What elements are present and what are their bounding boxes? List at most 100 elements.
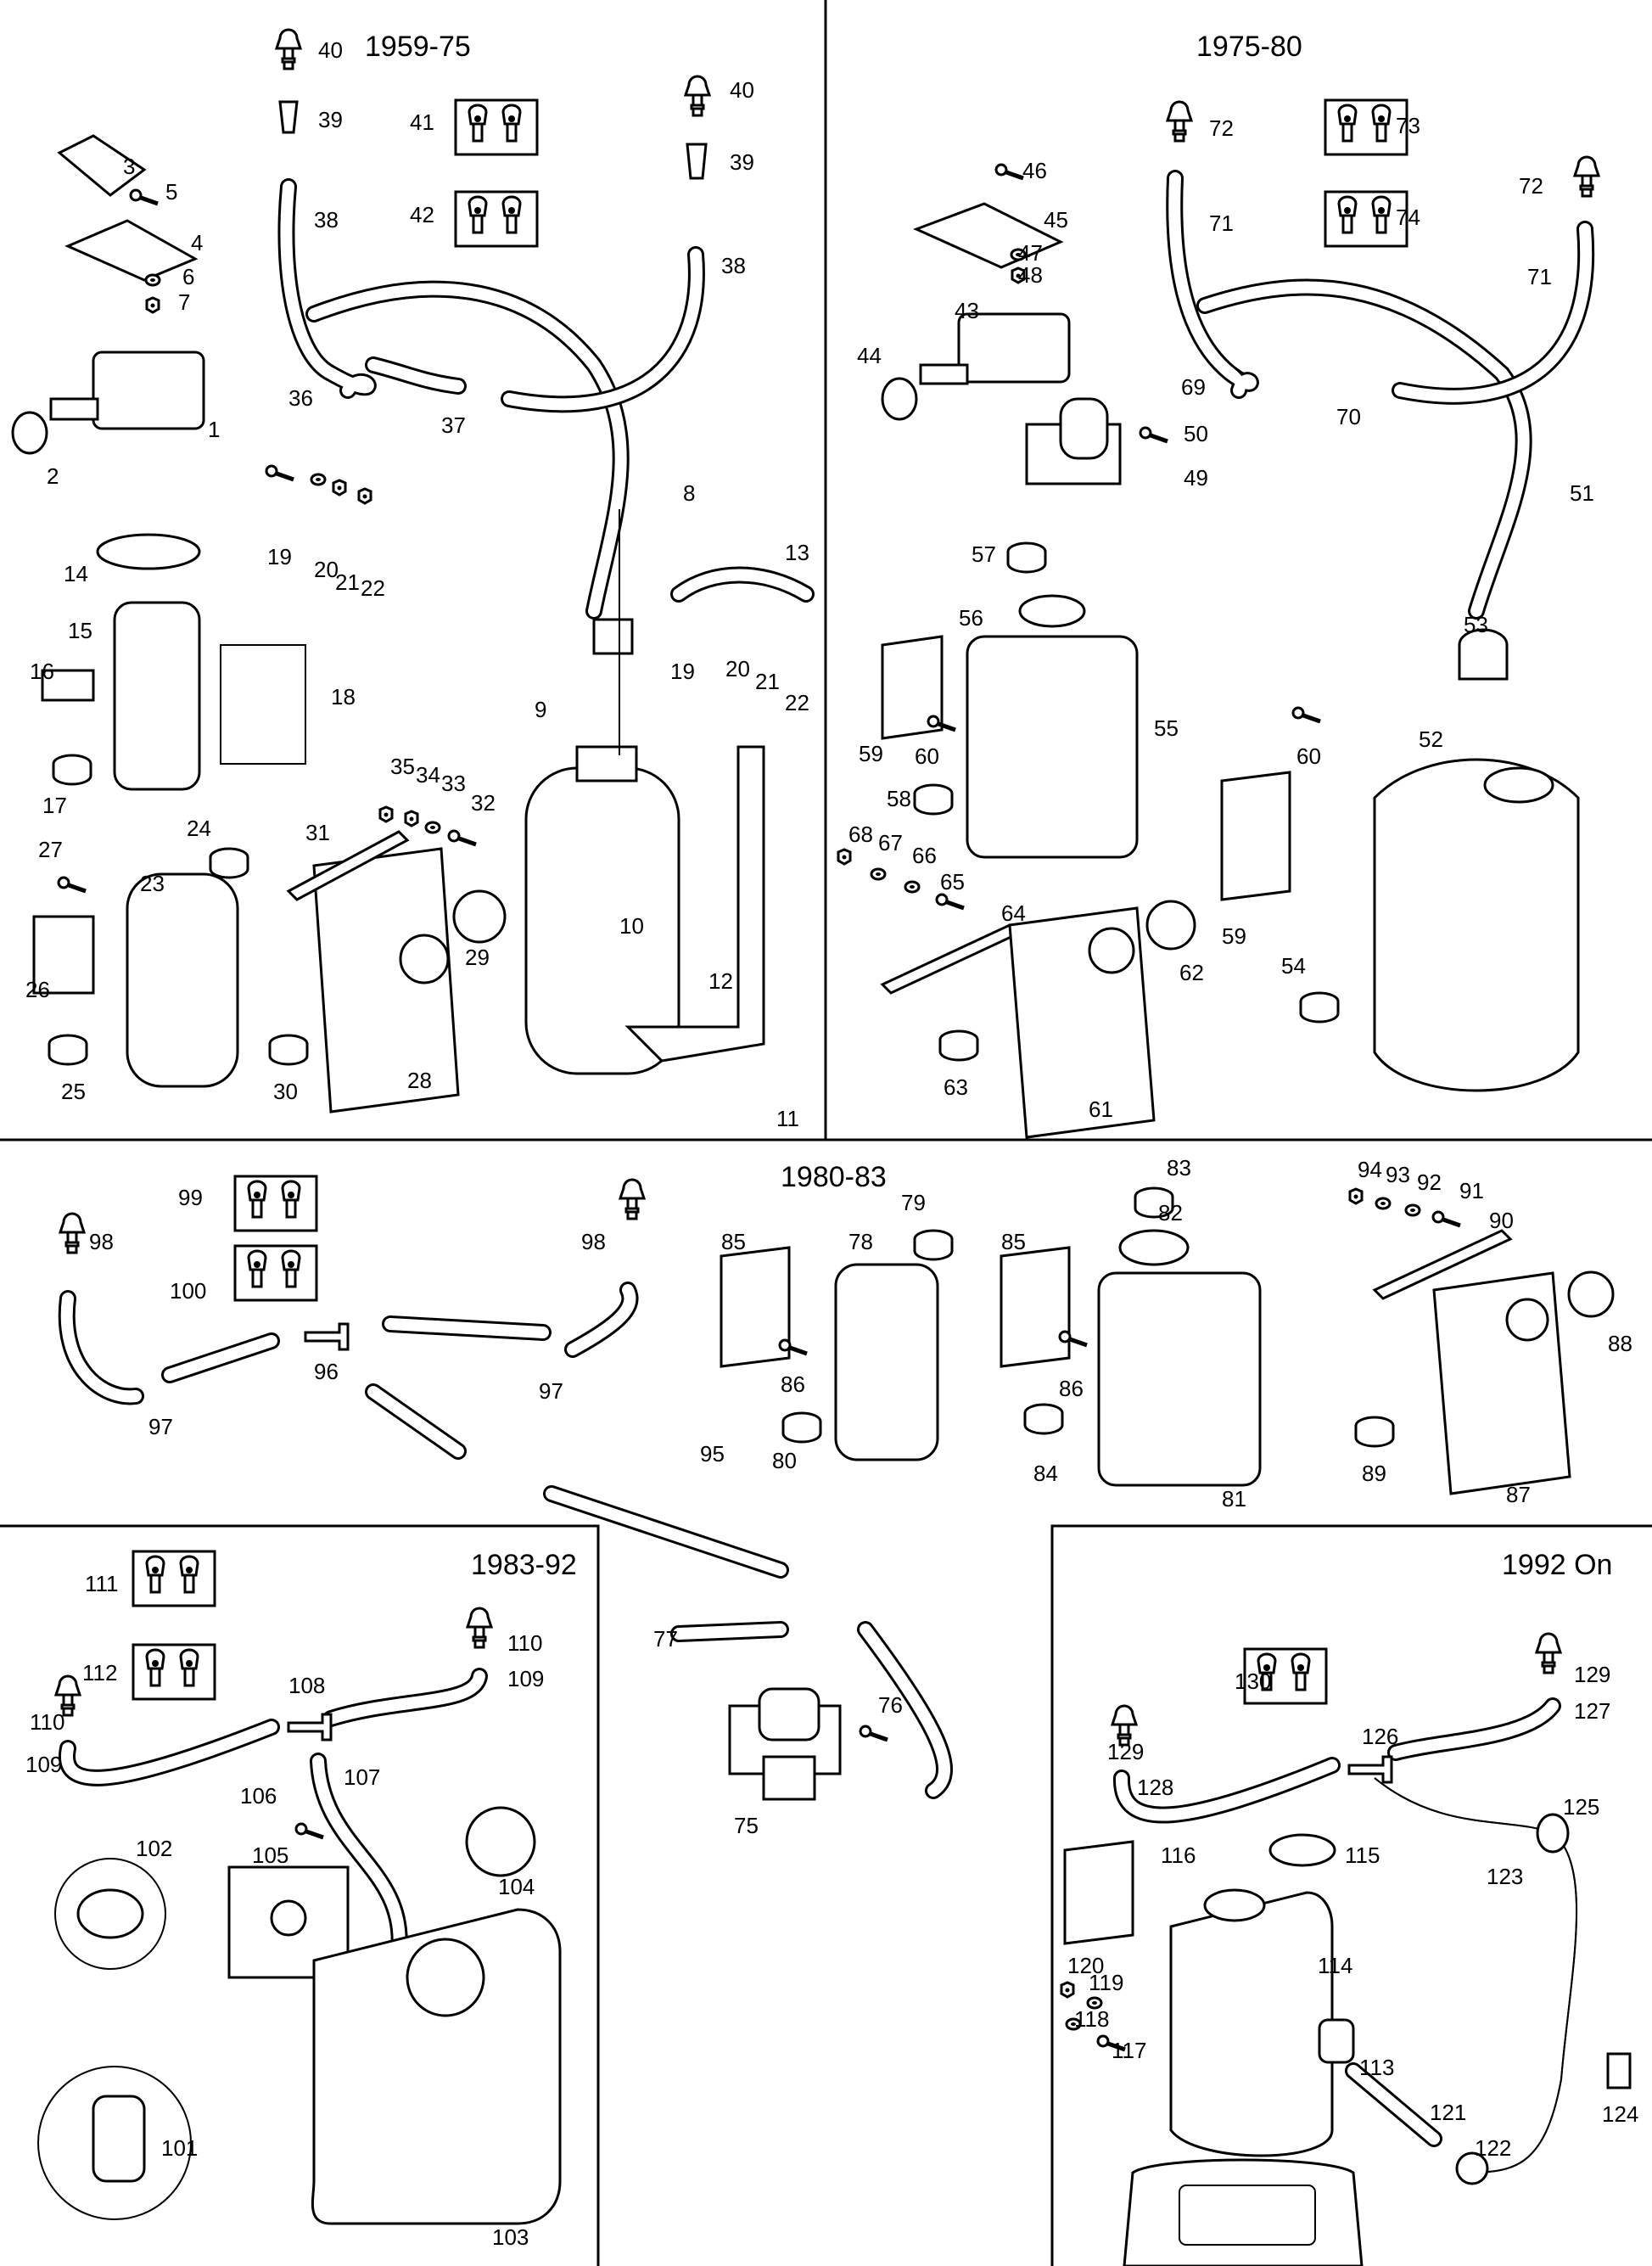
part-label-129: 129: [1107, 1739, 1144, 1764]
part-label-11: 11: [776, 1106, 799, 1131]
part-label-128: 128: [1137, 1775, 1173, 1800]
part-label-124: 124: [1602, 2101, 1638, 2127]
part-label-36: 36: [288, 385, 313, 411]
part-label-114: 114: [1318, 1953, 1352, 1978]
part-label-10: 10: [619, 913, 644, 939]
part-label-88: 88: [1608, 1331, 1632, 1356]
part-label-122: 122: [1475, 2135, 1511, 2161]
part-label-112: 112: [82, 1660, 117, 1685]
part-label-3: 3: [123, 154, 135, 179]
part-label-60: 60: [915, 743, 939, 769]
part-label-65: 65: [940, 869, 965, 895]
part-label-91: 91: [1459, 1178, 1484, 1203]
section-title-1975-80: 1975-80: [1196, 31, 1302, 63]
washer-bottle-large: [524, 509, 815, 1075]
section-1975-80: 1975-80: [837, 31, 1600, 1139]
part-label-61: 61: [1089, 1097, 1113, 1122]
part-label-59: 59: [859, 741, 883, 766]
part-label-13: 13: [785, 540, 809, 565]
part-label-23: 23: [140, 871, 165, 896]
part-label-51: 51: [1570, 480, 1594, 506]
part-label-49: 49: [1184, 465, 1208, 491]
part-label-33: 33: [441, 771, 466, 796]
part-label-9: 9: [535, 697, 546, 722]
part-label-50: 50: [1184, 421, 1208, 446]
part-label-70: 70: [1336, 404, 1361, 429]
part-label-17: 17: [42, 793, 67, 818]
part-label-78: 78: [848, 1229, 873, 1254]
part-label-111: 111: [85, 1571, 119, 1596]
part-label-20: 20: [725, 656, 750, 681]
part-label-22: 22: [361, 575, 385, 601]
part-label-72: 72: [1519, 173, 1543, 199]
part-label-37: 37: [441, 412, 466, 438]
part-label-101: 101: [161, 2135, 198, 2161]
part-label-119: 119: [1089, 1970, 1123, 1995]
part-label-84: 84: [1033, 1461, 1058, 1486]
part-label-94: 94: [1358, 1157, 1382, 1182]
part-label-5: 5: [165, 179, 177, 205]
part-label-6: 6: [182, 264, 194, 289]
part-label-35: 35: [390, 754, 415, 779]
part-label-85: 85: [1001, 1229, 1026, 1254]
part-label-26: 26: [25, 977, 50, 1002]
part-label-83: 83: [1167, 1155, 1191, 1181]
part-label-25: 25: [61, 1079, 86, 1104]
part-label-71: 71: [1527, 264, 1552, 289]
part-label-15: 15: [68, 618, 92, 643]
part-label-19: 19: [267, 544, 292, 569]
part-label-67: 67: [878, 830, 903, 855]
part-label-109: 109: [507, 1666, 544, 1691]
part-label-108: 108: [288, 1673, 325, 1698]
part-label-16: 16: [30, 659, 54, 684]
part-label-39: 39: [318, 107, 343, 132]
part-label-77: 77: [653, 1626, 678, 1652]
part-label-107: 107: [344, 1764, 380, 1790]
part-label-109: 109: [25, 1752, 62, 1777]
part-label-115: 115: [1345, 1843, 1380, 1868]
part-label-45: 45: [1044, 207, 1068, 233]
part-label-75: 75: [734, 1813, 759, 1838]
washer-pump-motor: [11, 351, 205, 455]
part-label-105: 105: [252, 1843, 288, 1868]
section-title-1980-83: 1980-83: [781, 1161, 887, 1193]
part-label-18: 18: [331, 684, 356, 710]
part-label-63: 63: [944, 1074, 968, 1100]
part-label-130: 130: [1235, 1669, 1271, 1694]
section-title-1992-on: 1992 On: [1502, 1549, 1612, 1581]
part-label-47: 47: [1018, 240, 1043, 266]
part-label-110: 110: [507, 1630, 542, 1656]
part-label-54: 54: [1281, 953, 1306, 979]
part-label-58: 58: [887, 786, 911, 811]
part-label-104: 104: [498, 1874, 535, 1899]
pump-75: [670, 1621, 953, 1801]
part-label-44: 44: [857, 343, 882, 368]
part-label-62: 62: [1179, 960, 1204, 985]
part-label-12: 12: [708, 968, 733, 994]
part-label-42: 42: [410, 202, 434, 227]
part-label-21: 21: [335, 569, 360, 595]
part-label-56: 56: [959, 605, 983, 631]
part-label-100: 100: [170, 1278, 206, 1304]
part-label-98: 98: [581, 1229, 606, 1254]
part-label-29: 29: [465, 945, 490, 970]
part-label-53: 53: [1464, 612, 1488, 637]
part-label-52: 52: [1419, 726, 1443, 752]
part-label-41: 41: [410, 109, 434, 135]
part-label-90: 90: [1489, 1208, 1514, 1233]
section-1959-75: 1959-75: [11, 28, 815, 1113]
section-1983-92: 1983-92: [37, 1549, 577, 2225]
part-label-31: 31: [305, 820, 330, 845]
part-label-39: 39: [730, 149, 754, 175]
part-label-89: 89: [1362, 1461, 1386, 1486]
part-label-28: 28: [407, 1068, 432, 1093]
part-label-123: 123: [1487, 1864, 1523, 1889]
part-label-68: 68: [848, 822, 873, 847]
part-label-74: 74: [1396, 205, 1420, 230]
part-label-66: 66: [912, 843, 937, 868]
part-label-1: 1: [208, 417, 220, 442]
part-label-48: 48: [1018, 262, 1043, 288]
